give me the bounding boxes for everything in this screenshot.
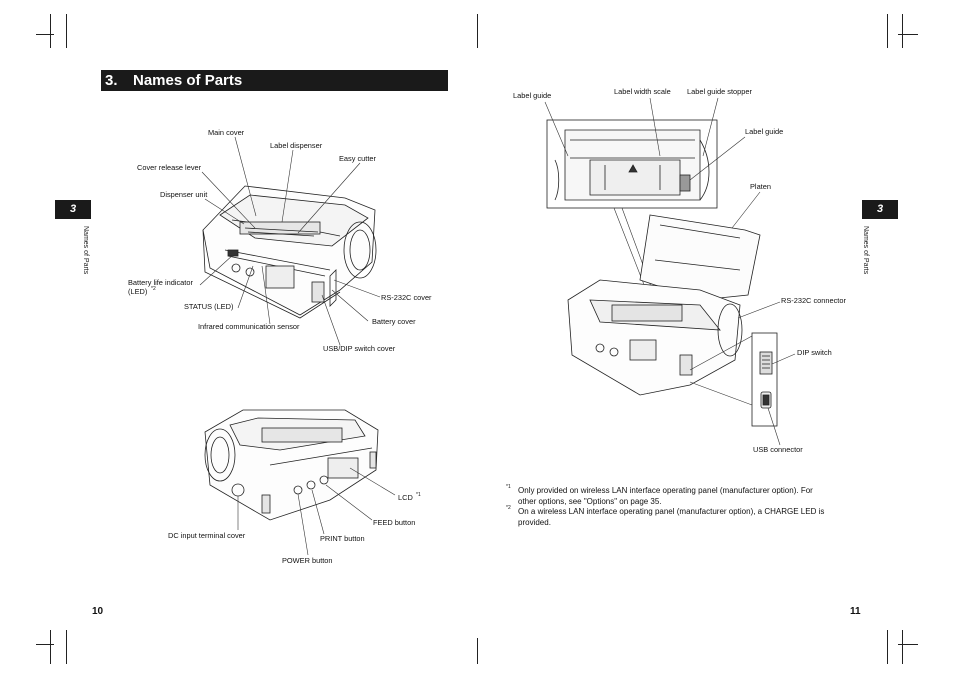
footnote-1-line2: other options, see "Options" on page 35. [518,497,662,506]
label-dispenser-unit: Dispenser unit [160,190,208,199]
label-power-button: POWER button [282,556,333,565]
leader-lines-rear [237,467,396,556]
label-label-dispenser: Label dispenser [270,141,323,150]
section-heading: 3. Names of Parts [101,70,448,91]
chapter-vertical-label-left: Names of Parts [82,226,89,275]
label-usb-connector: USB connector [753,445,803,454]
label-easy-cutter: Easy cutter [339,154,376,163]
label-dip-switch: DIP switch [797,348,832,357]
label-main-cover: Main cover [208,128,245,137]
printer-interior-zoom [546,119,718,209]
chapter-tab-right: 3 [862,200,898,219]
heading-title: Names of Parts [133,72,243,89]
label-usb-dip-cover: USB/DIP switch cover [323,344,396,353]
footnote-2-mark: *2 [506,505,511,511]
label-label-width-scale: Label width scale [614,87,671,96]
label-label-guide-right: Label guide [745,127,784,136]
chapter-tab-left: 3 [55,200,91,219]
label-status-led: STATUS (LED) [184,302,234,311]
label-lcd: LCD [398,493,413,502]
label-rs232c-cover: RS-232C cover [381,293,432,302]
label-lcd-mark: *1 [416,492,421,498]
heading-number: 3. [105,72,118,89]
label-feed-button: FEED button [373,518,416,527]
page-number-left: 10 [92,606,104,617]
page-number-right: 11 [850,606,861,617]
footnote-1-line1: Only provided on wireless LAN interface … [518,486,813,495]
printer-front-illustration [202,185,377,319]
label-label-guide-left: Label guide [513,91,552,100]
footnote-2-line2: provided. [518,518,551,527]
label-dc-input-cover: DC input terminal cover [168,531,246,540]
label-battery-life-mark: *2 [151,286,156,292]
label-infrared-sensor: Infrared communication sensor [198,322,300,331]
printer-open-illustration [567,214,761,396]
footnote-2-line1: On a wireless LAN interface operating pa… [518,507,825,516]
leader-lines-right [544,97,796,446]
leader-lines-front [199,136,381,346]
connector-callout [751,332,778,427]
label-label-guide-stopper: Label guide stopper [687,87,752,96]
label-battery-cover: Battery cover [372,317,416,326]
label-rs232c-connector: RS-232C connector [781,296,846,305]
printer-rear-illustration [204,409,379,521]
label-print-button: PRINT button [320,534,365,543]
label-battery-life-led: (LED) [128,287,148,296]
chapter-vertical-label-right: Names of Parts [862,226,869,275]
footnote-1-mark: *1 [506,484,511,490]
label-platen: Platen [750,182,771,191]
label-cover-release-lever: Cover release lever [137,163,202,172]
label-battery-life-indicator: Battery life indicator [128,278,193,287]
